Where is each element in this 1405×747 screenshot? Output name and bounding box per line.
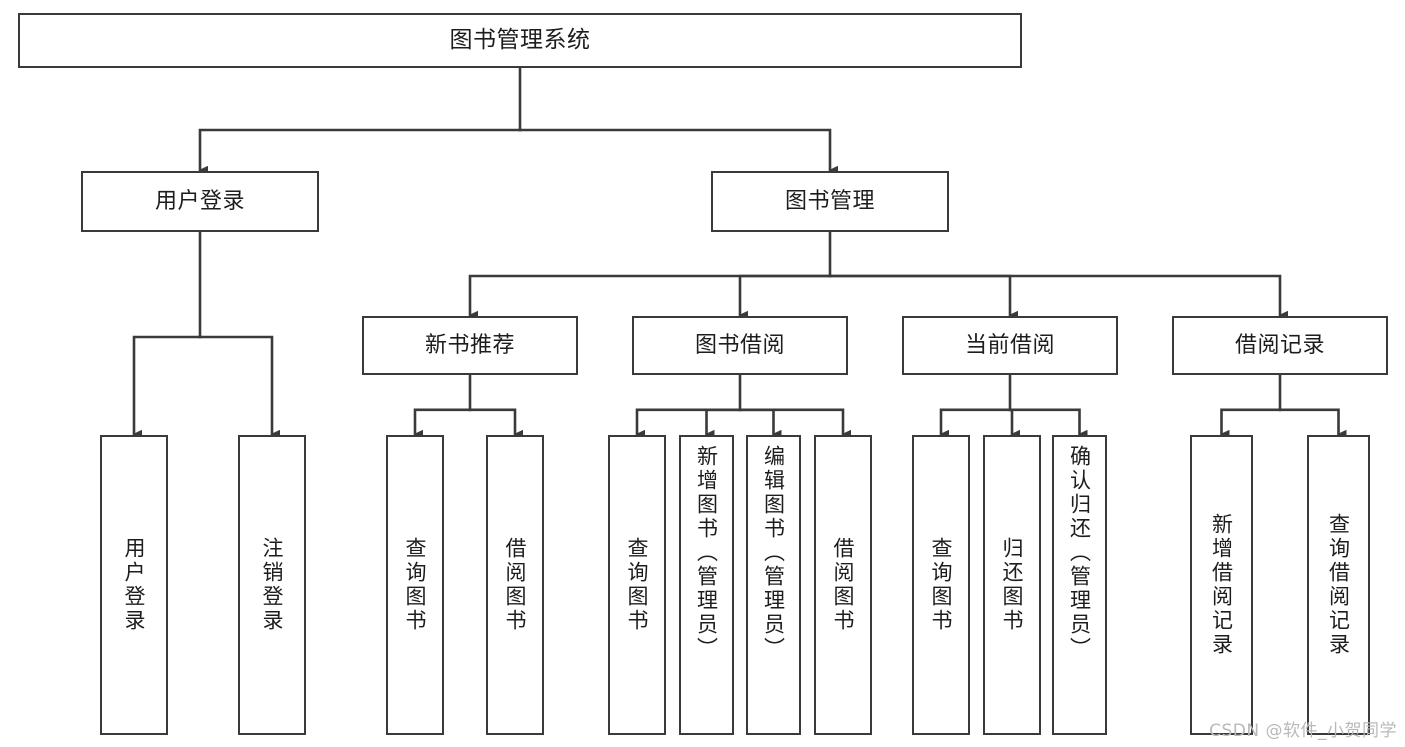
node-leaf-query-book-current[interactable]: 查询图书 — [912, 435, 970, 735]
node-leaf-add-borrow-record[interactable]: 新增借阅记录 — [1190, 435, 1253, 735]
node-leaf-confirm-return-admin[interactable]: 确认归还（管理员） — [1052, 435, 1107, 735]
edge-borrow-record-to-leaf-query-borrow-record — [1278, 408, 1347, 439]
node-label: 新书推荐 — [424, 332, 515, 358]
node-label: 新增借阅记录 — [1209, 513, 1234, 657]
edge-current-borrow-to-leaf-confirm-return-admin — [1008, 408, 1088, 439]
node-leaf-return-book[interactable]: 归还图书 — [983, 435, 1041, 735]
node-label: 借阅图书 — [503, 537, 528, 633]
edge-root-to-book-manage — [518, 128, 838, 175]
edge-new-book-recommend-to-leaf-query-book-recommend — [413, 408, 472, 439]
node-label: 编辑图书（管理员） — [761, 445, 786, 661]
node-new-book-recommend[interactable]: 新书推荐 — [362, 316, 578, 375]
node-leaf-borrow-book[interactable]: 借阅图书 — [814, 435, 872, 735]
edge-book-manage-to-current-borrow — [828, 274, 1018, 320]
edge-current-borrow-to-leaf-return-book — [1008, 408, 1020, 439]
edge-book-borrow-to-leaf-edit-book-admin — [738, 408, 782, 439]
node-label: 图书管理系统 — [449, 26, 591, 53]
node-book-manage[interactable]: 图书管理 — [711, 171, 949, 232]
node-label: 图书借阅 — [694, 332, 785, 358]
node-label: 用户登录 — [154, 188, 245, 214]
node-leaf-borrow-book-recommend[interactable]: 借阅图书 — [486, 435, 544, 735]
node-label: 图书管理 — [784, 188, 875, 214]
node-label: 查询图书 — [625, 537, 650, 633]
node-leaf-logout-login[interactable]: 注销登录 — [238, 435, 306, 735]
node-leaf-user-login[interactable]: 用户登录 — [100, 435, 168, 735]
edge-book-manage-to-new-book-recommend — [468, 274, 832, 320]
edge-user-login-to-leaf-user-login — [132, 335, 202, 439]
node-label: 注销登录 — [260, 537, 285, 633]
node-label: 归还图书 — [1000, 537, 1025, 633]
edge-book-borrow-to-leaf-borrow-book — [738, 408, 851, 439]
node-label: 新增图书（管理员） — [694, 445, 719, 661]
node-leaf-add-book-admin[interactable]: 新增图书（管理员） — [679, 435, 734, 735]
node-leaf-query-book-recommend[interactable]: 查询图书 — [386, 435, 444, 735]
edge-borrow-record-to-leaf-add-borrow-record — [1220, 408, 1282, 439]
edge-book-manage-to-book-borrow — [738, 274, 832, 320]
node-label: 查询图书 — [403, 537, 428, 633]
node-label: 查询借阅记录 — [1326, 513, 1351, 657]
edges — [132, 66, 1347, 439]
edge-root-to-user-login — [198, 128, 522, 175]
node-label: 用户登录 — [122, 537, 147, 633]
node-label: 借阅图书 — [831, 537, 856, 633]
node-label: 确认归还（管理员） — [1067, 445, 1092, 661]
node-leaf-query-book-borrow[interactable]: 查询图书 — [608, 435, 666, 735]
node-borrow-record[interactable]: 借阅记录 — [1172, 316, 1388, 375]
node-leaf-edit-book-admin[interactable]: 编辑图书（管理员） — [746, 435, 801, 735]
watermark-text: CSDN @软件_小贺同学 — [1209, 721, 1397, 741]
node-book-borrow[interactable]: 图书借阅 — [632, 316, 848, 375]
node-root[interactable]: 图书管理系统 — [18, 13, 1022, 68]
edge-new-book-recommend-to-leaf-borrow-book-recommend — [468, 408, 523, 439]
node-leaf-query-borrow-record[interactable]: 查询借阅记录 — [1307, 435, 1370, 735]
node-user-login[interactable]: 用户登录 — [81, 171, 319, 232]
edge-book-borrow-to-leaf-query-book-borrow — [635, 408, 742, 439]
edge-current-borrow-to-leaf-query-book-current — [939, 408, 1012, 439]
edge-book-borrow-to-leaf-add-book-admin — [705, 408, 742, 439]
edge-user-login-to-leaf-logout-login — [198, 335, 280, 439]
edge-book-manage-to-borrow-record — [828, 274, 1288, 320]
node-label: 借阅记录 — [1234, 332, 1325, 358]
node-label: 查询图书 — [929, 537, 954, 633]
node-label: 当前借阅 — [964, 332, 1055, 358]
node-current-borrow[interactable]: 当前借阅 — [902, 316, 1118, 375]
